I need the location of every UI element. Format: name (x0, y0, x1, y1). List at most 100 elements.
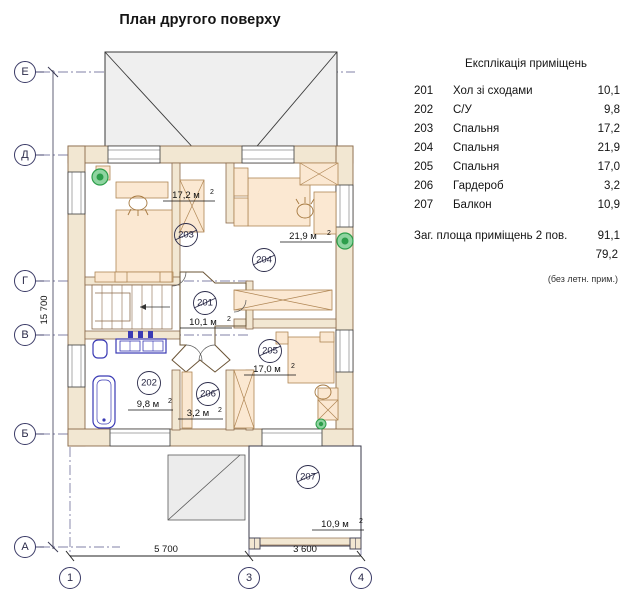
faucet-icon-a (128, 331, 133, 338)
area-label-202: 9,8 м 2 (128, 398, 173, 411)
page-title: План другого поверху (119, 12, 281, 28)
axis-marker-a: А (14, 536, 44, 558)
area-label-204: 21,9 м 2 (280, 230, 332, 243)
area-text: 10,1 м (189, 317, 217, 328)
room-tag-201: 201 (193, 291, 217, 315)
axis-marker-label: А (21, 541, 29, 553)
room-tag-label: 204 (256, 255, 272, 266)
hall-outline (171, 271, 247, 373)
area-text: 17,2 м (172, 190, 200, 201)
axis-marker-4: 4 (350, 567, 372, 589)
dimension-label-1-3: 5 700 (154, 544, 178, 555)
room-number: 203 (414, 123, 434, 135)
room-area: 3,2 (604, 180, 620, 192)
room-number: 204 (414, 142, 434, 154)
table-row: 202 С/У 9,8 (414, 101, 620, 120)
shelf-206 (181, 371, 193, 429)
window-203-left (67, 171, 86, 215)
axis-marker-label: Б (21, 428, 28, 440)
room-name: Гардероб (453, 180, 504, 192)
overall-dimension-vertical: 15 700 (39, 66, 59, 553)
toilet-icon (92, 339, 108, 359)
total-area-value: 91,1 (597, 230, 620, 242)
axis-marker-label: 3 (246, 572, 252, 584)
total-area-value-secondary: 79,2 (595, 249, 618, 261)
partition-206-right (225, 369, 235, 431)
room-number: 205 (414, 161, 434, 173)
room-number: 202 (414, 104, 434, 116)
axis-marker-label: Г (22, 275, 28, 287)
area-text: 3,2 м (187, 408, 209, 419)
svg-text:2: 2 (168, 398, 172, 405)
door-balcony (261, 428, 323, 447)
svg-text:2: 2 (291, 363, 295, 370)
room-name: С/У (453, 104, 472, 116)
vanity-sink-icon (115, 338, 167, 354)
nightstand-203-l (114, 271, 128, 283)
nightstand-203-r (159, 271, 173, 283)
furniture-206 (181, 371, 193, 429)
table-row: 201 Хол зі сходами 10,1 (414, 82, 620, 101)
furniture-203 (94, 165, 205, 283)
room-number: 201 (414, 85, 434, 97)
room-tag-202: 202 (137, 371, 161, 395)
roof-block (104, 51, 338, 153)
total-area-note: (без летн. прим.) (547, 274, 618, 284)
total-area-label: Заг. площа приміщень 2 пов. (414, 230, 568, 242)
faucet-icon-b (138, 331, 143, 338)
table-row: 207 Балкон 10,9 (414, 196, 620, 215)
desk-203 (115, 181, 169, 199)
staircase (91, 284, 173, 330)
room-name: Спальня (453, 161, 500, 173)
partition-204-205 (233, 318, 337, 329)
room-area: 9,8 (604, 104, 620, 116)
room-tag-204: 204 (252, 248, 276, 272)
room-tag-label: 207 (300, 472, 316, 483)
area-label-205: 17,0 м 2 (244, 363, 296, 376)
axis-marker-label: Е (21, 66, 28, 78)
horizontal-axis-markers: 1 3 4 (59, 567, 372, 589)
svg-text:2: 2 (327, 230, 331, 237)
axis-marker-g: Г (14, 270, 44, 292)
chair-204 (295, 197, 315, 219)
room-area: 17,2 (597, 123, 620, 135)
nightstand-204-a (233, 167, 249, 197)
bathtub-icon (92, 375, 116, 429)
axis-marker-e: Е (14, 61, 44, 83)
room-area: 10,9 (597, 199, 620, 211)
nightstand-205-b (319, 331, 335, 343)
door-201-206 (185, 344, 203, 362)
svg-text:2: 2 (359, 518, 363, 525)
room-name: Хол зі сходами (453, 85, 533, 97)
table-row: 203 Спальня 17,2 (414, 120, 620, 139)
room-number: 206 (414, 180, 434, 192)
area-text: 9,8 м (137, 399, 159, 410)
chair-203 (127, 195, 149, 216)
bottom-dimension-chain: 5 700 3 600 (65, 544, 366, 562)
dimension-label-3-4: 3 600 (293, 544, 317, 555)
window-205-right (335, 329, 354, 373)
table-row: 205 Спальня 17,0 (414, 158, 620, 177)
axis-marker-b: Б (14, 423, 44, 445)
axis-marker-label: В (21, 329, 28, 341)
area-text: 17,0 м (253, 364, 281, 375)
partition-204-left (225, 162, 235, 224)
partition-203-204 (171, 162, 181, 282)
room-tag-206: 206 (196, 382, 220, 406)
table-row: 204 Спальня 21,9 (414, 139, 620, 158)
windows (67, 145, 354, 447)
room-name: Спальня (453, 123, 500, 135)
bed-205 (287, 336, 335, 384)
room-tag-label: 202 (141, 378, 157, 389)
total-area-row: Заг. площа приміщень 2 пов. 91,1 (414, 227, 620, 246)
nightstand-205-a (275, 331, 289, 345)
door-204 (233, 299, 247, 313)
room-number: 207 (414, 199, 434, 211)
room-exposition-table: Експлікація приміщень 201 Хол зі сходами… (414, 58, 620, 285)
axis-marker-v: В (14, 324, 44, 346)
room-area: 10,1 (597, 85, 620, 97)
desk-204 (313, 191, 337, 235)
table-row: 206 Гардероб 3,2 (414, 177, 620, 196)
faucet-icon-c (148, 331, 153, 338)
